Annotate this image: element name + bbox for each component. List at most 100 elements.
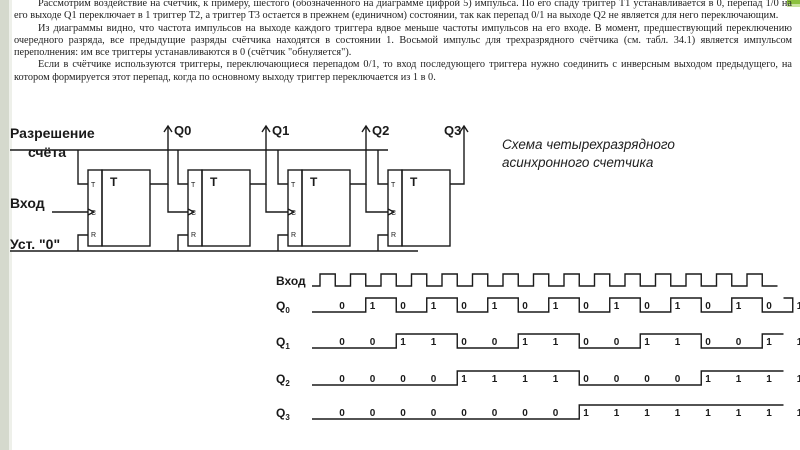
input-label: Вход [10,195,45,211]
timing-bit-value: 0 [339,408,345,419]
timing-bit-value: 1 [797,301,800,312]
timing-bit-value: 1 [431,301,437,312]
svg-text:R: R [191,232,196,239]
paragraph-3: Если в счётчике используются триггеры, п… [14,59,792,83]
svg-text:T: T [210,175,218,189]
output-label-q1: Q1 [272,123,289,138]
timing-bit-value: 0 [339,374,345,385]
flipflop-3: T T C R [277,124,388,251]
timing-bit-value: 0 [461,408,467,419]
timing-row-waveform [312,333,784,349]
timing-bit-value: 1 [705,408,711,419]
body-text: Рассмотрим воздействие на счётчик, к при… [14,0,792,84]
timing-bit-value: 0 [583,374,589,385]
timing-bit-value: 0 [492,408,498,419]
timing-bit-value: 0 [522,301,528,312]
svg-text:T: T [91,182,96,189]
timing-bit-value: 1 [705,374,711,385]
timing-bit-value: 1 [644,408,650,419]
timing-bit-value: 1 [766,408,772,419]
timing-bit-value: 1 [492,301,498,312]
svg-text:C: C [191,210,196,217]
timing-bit-value: 0 [583,301,589,312]
timing-bit-value: 0 [736,337,742,348]
output-label-q2: Q2 [372,123,389,138]
timing-bit-value: 1 [675,408,681,419]
timing-bit-value: 0 [461,301,467,312]
corner-accent-stripe [787,4,800,7]
timing-bit-value: 1 [553,301,559,312]
timing-bit-value: 1 [736,374,742,385]
counter-schematic: Разрешение счёта Вход Уст. "0" Q0 Q1 Q2 … [10,123,469,252]
timing-bit-value: 0 [553,408,559,419]
svg-text:R: R [91,232,96,239]
output-label-q0: Q0 [174,123,191,138]
flipflop-4: T T C R [377,124,469,251]
timing-bit-value: 1 [675,301,681,312]
left-decorative-stripe [9,0,12,450]
timing-row-waveform [312,370,784,386]
timing-bit-value: 1 [522,374,528,385]
enable-label-line1: Разрешение [10,125,95,141]
timing-bit-value: 1 [553,374,559,385]
timing-bit-value: 0 [583,337,589,348]
timing-bit-value: 0 [431,374,437,385]
timing-row-label: Q3 [276,406,290,422]
timing-bit-value: 0 [370,374,376,385]
timing-bit-value: 1 [797,374,800,385]
svg-text:T: T [310,175,318,189]
timing-row-label: Q1 [276,335,290,351]
caption-line-1: Схема четырехразрядного [502,137,675,152]
svg-text:T: T [291,182,296,189]
timing-bit-value: 0 [339,337,345,348]
timing-bit-value: 0 [522,408,528,419]
left-decorative-bar [0,0,9,450]
timing-bit-value: 0 [705,301,711,312]
timing-row-waveform [312,404,784,420]
svg-text:T: T [110,175,118,189]
svg-text:R: R [291,232,296,239]
flipflop-1: T T C R [77,124,188,251]
timing-bit-value: 1 [644,337,650,348]
output-label-q3: Q3 [444,123,461,138]
timing-bit-value: 1 [553,337,559,348]
paragraph-1: Рассмотрим воздействие на счётчик, к при… [14,0,792,22]
timing-bit-value: 0 [766,301,772,312]
timing-bit-value: 0 [370,408,376,419]
timing-row-waveform [312,297,794,313]
timing-bit-value: 0 [370,337,376,348]
timing-bit-value: 1 [583,408,589,419]
timing-bit-value: 0 [644,374,650,385]
timing-bit-value: 0 [461,337,467,348]
svg-text:R: R [391,232,396,239]
corner-accent-bar [787,0,800,4]
timing-clock-label: Вход [276,274,306,288]
timing-bit-value: 1 [797,337,800,348]
reset-label: Уст. "0" [10,236,60,252]
timing-bit-value: 0 [339,301,345,312]
timing-bit-value: 1 [431,337,437,348]
timing-bit-value: 1 [797,408,800,419]
timing-bit-value: 0 [400,408,406,419]
timing-bit-value: 1 [400,337,406,348]
timing-bit-value: 1 [736,408,742,419]
svg-text:C: C [291,210,296,217]
timing-bit-value: 1 [370,301,376,312]
timing-bit-value: 0 [644,301,650,312]
timing-bit-value: 1 [736,301,742,312]
timing-bit-value: 0 [431,408,437,419]
timing-bit-value: 0 [400,301,406,312]
schematic-caption: Схема четырехразрядного асинхронного сче… [502,136,752,172]
timing-bit-value: 1 [461,374,467,385]
clock-waveform [312,273,778,287]
flipflop-2: T T C R [177,124,288,251]
timing-bit-value: 1 [766,374,772,385]
timing-bit-value: 0 [705,337,711,348]
svg-text:C: C [91,210,96,217]
timing-bit-value: 0 [614,337,620,348]
timing-bit-value: 0 [675,374,681,385]
timing-bit-value: 1 [675,337,681,348]
svg-text:T: T [391,182,396,189]
timing-bit-value: 1 [522,337,528,348]
